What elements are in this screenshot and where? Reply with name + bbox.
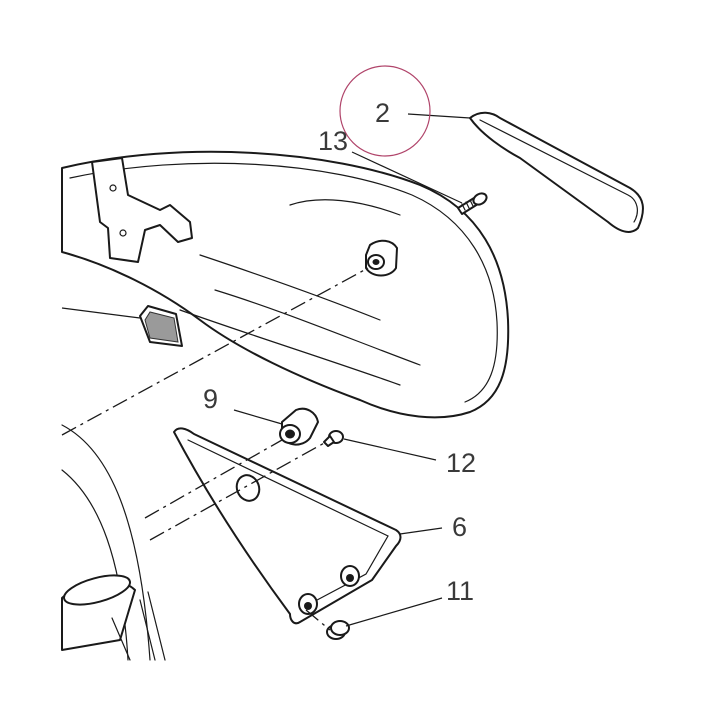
callout-9: 9 xyxy=(203,384,218,414)
centerline-3 xyxy=(149,441,327,541)
centerline-4 xyxy=(305,609,331,631)
centerline-1 xyxy=(61,267,369,436)
leader-6 xyxy=(399,527,443,535)
side-cover-part xyxy=(173,427,402,625)
reflector xyxy=(139,305,183,347)
screw-13 xyxy=(457,192,488,215)
bracket-hole-2 xyxy=(119,229,127,237)
body-outline xyxy=(61,424,151,661)
mounting-bracket xyxy=(91,157,193,263)
grommet-9 xyxy=(279,407,319,446)
bracket-hole xyxy=(109,184,117,192)
callout-12: 12 xyxy=(446,448,476,478)
leader-12 xyxy=(343,438,437,461)
screw-12 xyxy=(323,430,344,447)
leader-11 xyxy=(345,597,443,627)
leader-13 xyxy=(351,151,463,204)
centerline-2 xyxy=(144,439,283,519)
highlight-circle xyxy=(339,65,431,157)
fender-panel xyxy=(61,150,510,419)
callout-6: 6 xyxy=(452,512,467,542)
side-strip-part xyxy=(469,111,644,233)
tube-part xyxy=(61,574,166,661)
reflector-leader xyxy=(61,307,141,319)
leader-9 xyxy=(233,409,283,425)
callout-2: 2 xyxy=(375,98,390,128)
clip-11 xyxy=(326,620,350,640)
callout-11: 11 xyxy=(446,576,474,606)
leader-2 xyxy=(407,113,471,119)
fender-grommet xyxy=(365,239,398,277)
callout-13: 13 xyxy=(318,126,348,156)
